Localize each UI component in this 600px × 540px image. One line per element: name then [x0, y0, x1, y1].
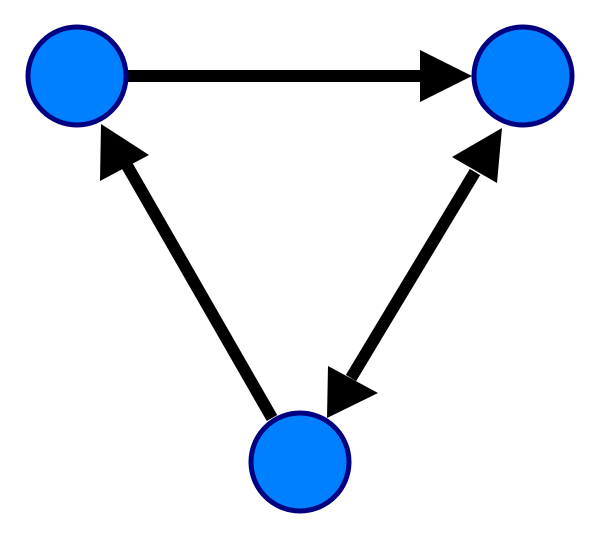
edges — [100, 50, 502, 421]
edge-bottom-to-top-left — [119, 159, 278, 421]
nodes — [25, 24, 575, 514]
node-top-right — [471, 24, 575, 128]
arrowhead-top-right — [420, 50, 472, 102]
arrowhead-top-left — [100, 124, 149, 181]
edge-top-right-bottom — [345, 168, 481, 382]
node-top-left — [25, 24, 129, 128]
node-bottom — [248, 410, 352, 514]
arrowhead-top-right-lower — [452, 128, 502, 183]
arrowhead-bottom — [327, 366, 378, 418]
